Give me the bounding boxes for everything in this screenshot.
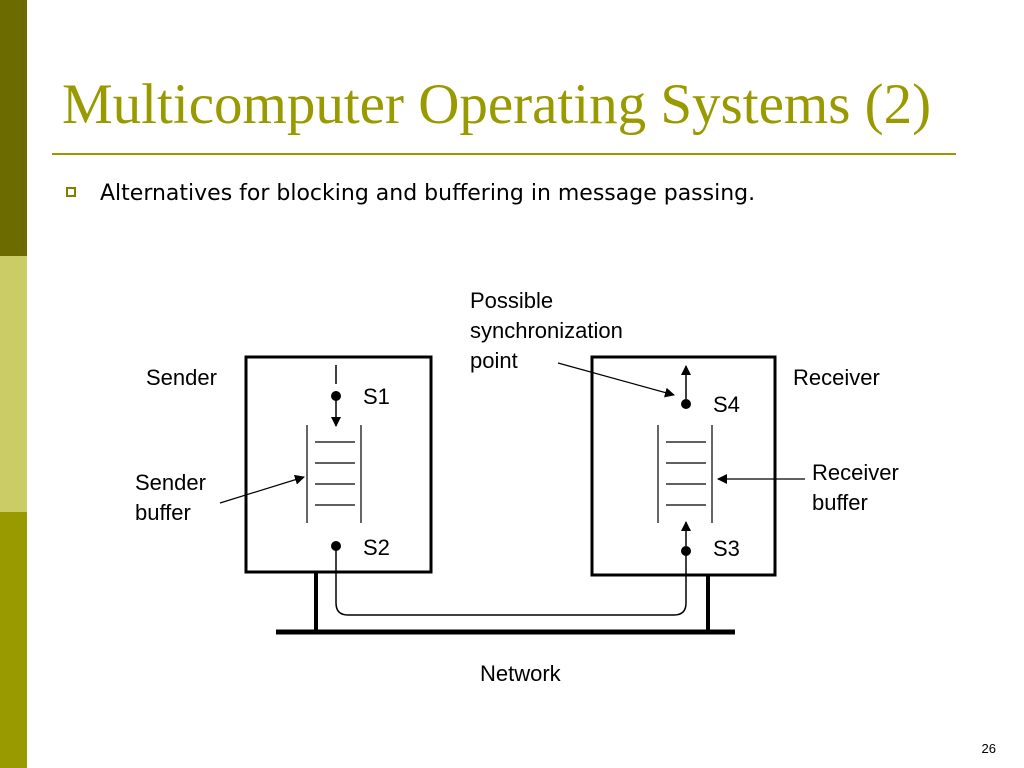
- sidebar-band-light: [0, 256, 27, 512]
- page-number: 26: [981, 741, 996, 756]
- receiver-label: Receiver: [793, 365, 880, 390]
- sender-buffer-pointer-arrow: [219, 474, 305, 504]
- s3-label: S3: [713, 536, 740, 561]
- sender-label: Sender: [146, 365, 217, 390]
- sync-point-label-line2: synchronization: [470, 318, 623, 343]
- s4-point: [681, 399, 691, 409]
- s3-point: [681, 546, 691, 556]
- sender-buffer: [306, 425, 362, 523]
- receiver-buffer: [657, 425, 713, 523]
- receiver-machine-box: [590, 355, 777, 577]
- s1-point: [331, 391, 341, 401]
- title-divider: [52, 153, 956, 155]
- s2-point: [331, 541, 341, 551]
- sidebar-band-dark: [0, 0, 27, 256]
- sender-machine-box: [244, 355, 433, 574]
- s1-label: S1: [363, 384, 390, 409]
- sidebar-band-mid: [0, 512, 27, 768]
- sync-point-label-line1: Possible: [470, 288, 553, 313]
- sync-point-label-line3: point: [470, 348, 518, 373]
- sender-buffer-label-line2: buffer: [135, 500, 191, 525]
- s4-label: S4: [713, 392, 740, 417]
- bullet-text: Alternatives for blocking and buffering …: [100, 181, 756, 206]
- s2-label: S2: [363, 535, 390, 560]
- sender-buffer-label-line1: Sender: [135, 470, 206, 495]
- slide-title: Multicomputer Operating Systems (2): [62, 73, 932, 136]
- receiver-buffer-label-line1: Receiver: [812, 460, 899, 485]
- message-path: [335, 546, 687, 616]
- hollow-square-bullet-icon: [66, 187, 76, 197]
- sync-point-pointer-arrow: [557, 362, 675, 398]
- receiver-buffer-label-line2: buffer: [812, 490, 868, 515]
- sidebar-decoration: [0, 0, 27, 768]
- network-label: Network: [480, 661, 562, 686]
